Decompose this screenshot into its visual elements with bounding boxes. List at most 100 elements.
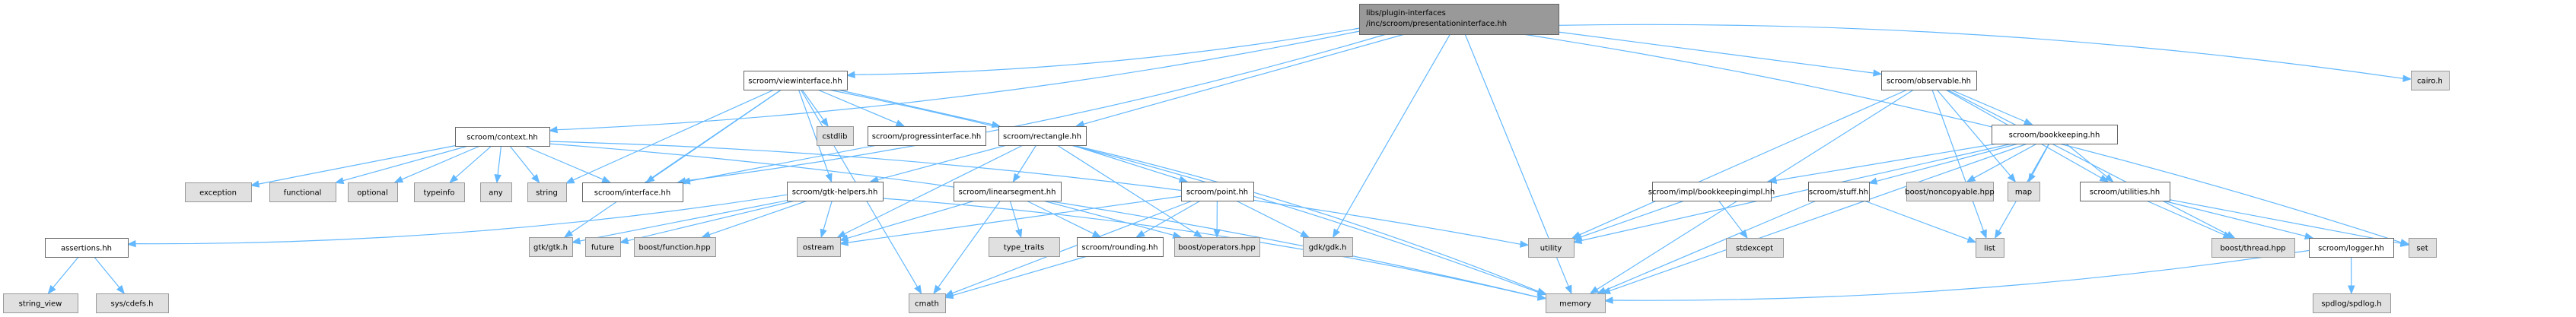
edge-context-to-functional [342,145,469,182]
node-bookkeepingimpl[interactable]: scroom/impl/bookkeepingimpl.hh [1648,182,1775,201]
node-label-any: any [489,189,502,198]
node-box-viewinterface[interactable] [744,71,848,90]
node-boostthread: boost/thread.hpp [2211,238,2295,258]
node-label-boostoperators: boost/operators.hpp [1178,244,1256,252]
arrowhead-gtkhelpers-to-memory [1536,293,1547,301]
node-spdlog: spdlog/spdlog.h [2313,293,2391,313]
node-optional: optional [348,182,398,202]
node-box-cstdlib [817,126,854,146]
node-box-interface[interactable] [582,182,683,202]
arrowhead-observable-to-map [2007,173,2017,183]
node-functional: functional [269,182,336,202]
node-box-progressinterface[interactable] [868,126,986,146]
arrowhead-assertions-to-syscdefs [116,284,126,295]
arrowhead-gtkhelpers-to-gtkgtk [571,237,581,245]
node-rectangle[interactable]: scroom/rectangle.hh [998,126,1087,146]
node-label-memory: memory [1559,300,1591,309]
node-label-list: list [1984,245,1995,253]
node-cstdlib: cstdlib [817,126,854,146]
arrowhead-linearsegment-to-rounding [1091,230,1102,238]
node-label-root: libs/plugin-interfaces [1366,9,1446,17]
node-rounding[interactable]: scroom/rounding.hh [1077,237,1164,257]
node-box-optional [348,182,398,202]
node-cairo: cairo.h [2411,71,2450,90]
node-stuff[interactable]: scroom/stuff.hh [1808,182,1870,201]
node-box-functional [269,182,336,202]
node-box-stuff[interactable] [1808,182,1870,201]
arrowhead-context-to-typeinfo [449,174,459,183]
node-box-stringview [3,293,78,313]
edge-root-to-interface [685,33,1387,182]
node-gtkhelpers[interactable]: scroom/gtk-helpers.hh [787,182,884,201]
node-viewinterface[interactable]: scroom/viewinterface.hh [744,71,848,90]
node-typetraits: type_traits [989,237,1060,257]
node-box-rectangle[interactable] [998,126,1087,146]
node-box-utilities[interactable] [2080,182,2170,201]
node-box-gtkhelpers[interactable] [787,182,884,201]
arrowhead-point-to-ostream [839,239,849,246]
arrowhead-root-to-memory [1565,284,1572,295]
arrowhead-viewinterface-to-gtkgtk [563,230,574,238]
node-logger[interactable]: scroom/logger.hh [2309,238,2394,258]
arrowhead-root-to-context [548,125,558,134]
edge-gtkhelpers-to-future [627,200,795,242]
node-label-gdkgdk: gdk/gdk.h [1309,244,1347,252]
node-linearsegment[interactable]: scroom/linearsegment.hh [954,182,1062,201]
node-label-gtkgtk: gtk/gtk.h [533,244,568,252]
node-box-point[interactable] [1181,182,1254,201]
node-box-linearsegment[interactable] [954,182,1062,201]
edge-linearsegment-to-ostream [847,200,976,239]
node-label-assertions: assertions.hh [61,245,112,253]
node-label-cstdlib: cstdlib [823,133,848,141]
node-stdexcept: stdexcept [1726,238,1784,258]
edge-observable-to-boostthread [1947,89,2228,235]
node-label-optional: optional [357,189,388,198]
edge-utilities-to-boostthread [2146,200,2225,236]
edge-rectangle-to-gtkhelpers [877,144,1007,180]
node-utilities[interactable]: scroom/utilities.hh [2080,182,2170,201]
edge-utilities-to-logger [2163,200,2306,237]
node-observable[interactable]: scroom/observable.hh [1881,71,1977,90]
edge-observable-to-utility [1579,89,1908,236]
edge-root-to-viewinterface [854,27,1360,75]
node-point[interactable]: scroom/point.hh [1181,182,1254,201]
node-box-logger[interactable] [2309,238,2394,258]
edge-context-to-utility [549,141,1521,245]
node-box-rounding[interactable] [1077,237,1164,257]
edge-bookkeepingimpl-to-stdexcept [1718,200,1743,233]
node-context[interactable]: scroom/context.hh [455,127,550,147]
node-box-bookkeeping[interactable] [1992,125,2118,144]
arrowhead-bookkeeping-to-stuff [1868,177,1878,185]
node-list: list [1976,238,2004,258]
node-assertions[interactable]: assertions.hh [45,238,129,258]
node-box-memory [1546,293,1606,313]
node-label-set: set [2416,245,2428,253]
node-box-syscdefs [96,293,169,313]
edge-viewinterface-to-memory [828,89,1539,293]
node-label-cairo: cairo.h [2417,78,2443,86]
arrowhead-point-to-rounding [1135,230,1145,238]
node-box-root[interactable] [1359,4,1559,35]
node-root[interactable]: libs/plugin-interfaces/inc/scroom/presen… [1359,4,1559,35]
edge-bookkeeping-to-stuff [1876,143,2019,182]
node-interface[interactable]: scroom/interface.hh [582,182,683,202]
node-label-stringview: string_view [19,300,62,309]
node-box-bookkeepingimpl[interactable] [1652,182,1772,201]
edge-context-to-any [497,145,502,176]
node-label-stuff: scroom/stuff.hh [1809,189,1868,197]
node-gdkgdk: gdk/gdk.h [1303,237,1353,257]
node-box-observable[interactable] [1881,71,1977,90]
arrowhead-viewinterface-to-cstdlib [820,117,829,128]
node-boostfunction: boost/function.hpp [634,237,716,257]
node-box-context[interactable] [455,127,550,147]
arrowhead-utilities-to-logger [2304,232,2314,240]
arrowhead-context-to-utility [1520,240,1530,248]
edge-utilities-to-set [2169,199,2402,244]
node-bookkeeping[interactable]: scroom/bookkeeping.hh [1992,125,2118,144]
node-box-cairo [2411,71,2450,90]
node-box-assertions[interactable] [45,238,129,258]
node-label-utility: utility [1540,245,1562,253]
node-progressinterface[interactable]: scroom/progressinterface.hh [868,126,986,146]
node-box-future [585,237,621,257]
edge-rectangle-to-boostoperators [1056,144,1196,234]
